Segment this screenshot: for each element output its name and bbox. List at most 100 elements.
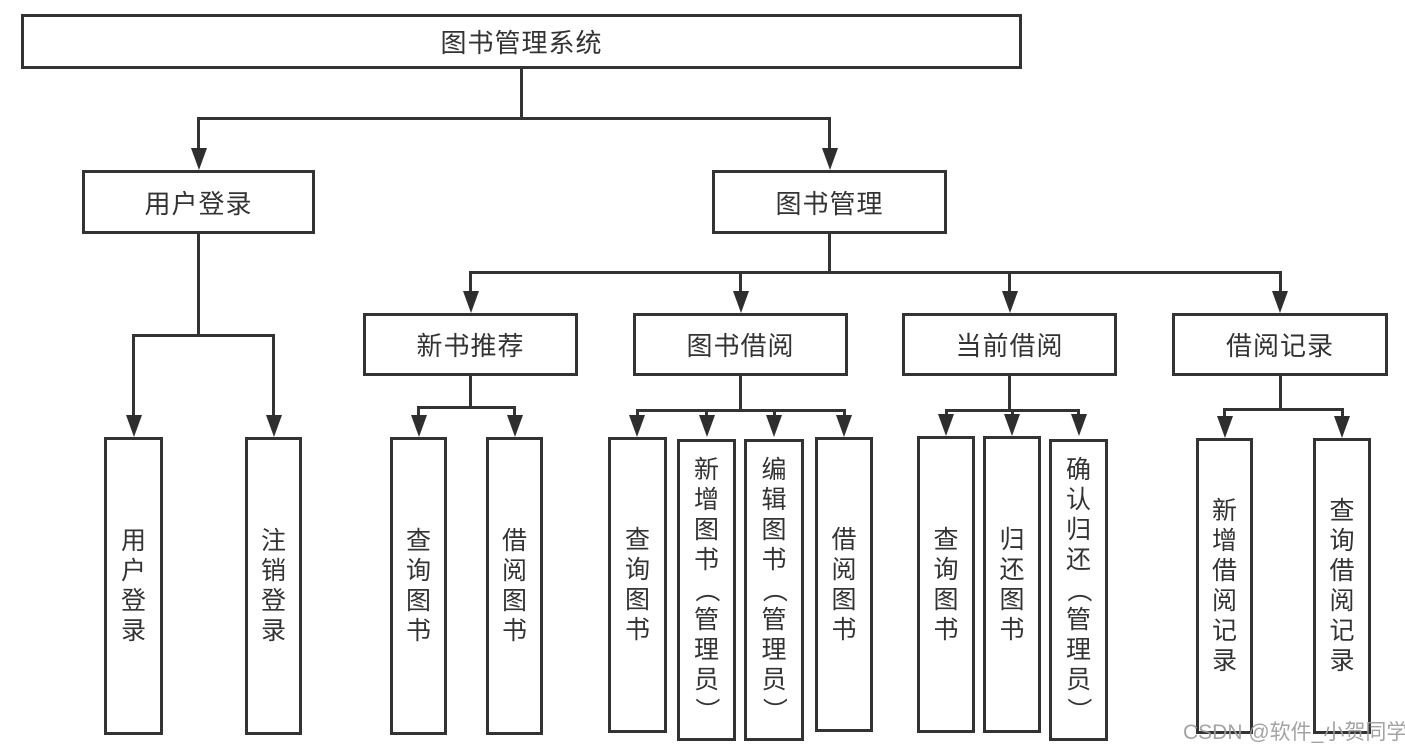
vertical-label-char: （	[1064, 577, 1093, 603]
connector-segment	[197, 234, 200, 337]
connector-segment	[1223, 409, 1226, 418]
connector-segment	[197, 118, 200, 150]
vertical-label-char: 认	[1065, 486, 1091, 514]
connector-segment	[417, 405, 516, 409]
connector-segment	[635, 408, 846, 412]
vertical-label-char: 注	[260, 527, 286, 555]
node-v-borrow-book-1: 借阅图书	[486, 437, 543, 735]
vertical-label-char: 阅	[501, 557, 527, 585]
connector-segment	[197, 116, 831, 120]
vertical-label-char: 图	[761, 516, 787, 544]
node-v-return-book: 归还图书	[983, 436, 1041, 733]
connector-segment	[772, 410, 776, 417]
vertical-label-char: 辑	[761, 486, 787, 514]
node-book-borrow: 图书借阅	[633, 313, 848, 376]
vertical-label-char: 管	[761, 606, 787, 634]
vertical-label-char: 理	[1065, 636, 1091, 664]
vertical-label-char: 询	[1329, 527, 1355, 555]
connector-segment	[635, 410, 639, 417]
vertical-label-char: 录	[1211, 647, 1237, 675]
vertical-label-char: ）	[760, 697, 788, 723]
vertical-label-char: 记	[1329, 617, 1355, 645]
connector-segment	[132, 333, 275, 337]
vertical-label-char: 询	[405, 557, 431, 585]
vertical-label-char: 图	[831, 585, 857, 614]
node-root: 图书管理系统	[21, 14, 1022, 69]
node-new-book-rec: 新书推荐	[363, 313, 578, 376]
node-current-borrow: 当前借阅	[902, 313, 1117, 376]
connector-segment	[739, 272, 742, 293]
connector-segment	[1278, 376, 1282, 411]
connector-segment	[1278, 272, 1282, 293]
vertical-label-char: 阅	[831, 555, 857, 584]
vertical-label-char: 书	[624, 616, 650, 644]
arrow-down-icon	[766, 415, 782, 437]
vertical-label-char: 查	[1329, 497, 1355, 525]
vertical-label-char: 书	[999, 615, 1025, 644]
vertical-label-char: 借	[501, 527, 527, 555]
vertical-label-char: 增	[693, 486, 719, 514]
node-v-add-record: 新增借阅记录	[1196, 438, 1253, 734]
node-v-logout: 注销登录	[245, 437, 302, 735]
node-book-mgmt: 图书管理	[712, 170, 947, 234]
arrow-down-icon	[821, 148, 838, 170]
node-borrow-records: 借阅记录	[1172, 313, 1388, 376]
connector-segment	[1077, 410, 1080, 416]
connector-segment	[469, 272, 472, 293]
arrow-down-icon	[1001, 291, 1018, 313]
vertical-label-char: 确	[1065, 456, 1091, 484]
vertical-label-char: 户	[120, 557, 146, 585]
connector-segment	[1008, 376, 1011, 412]
connector-segment	[1008, 272, 1011, 293]
arrow-down-icon	[506, 415, 523, 437]
node-v-add-book: 新增图书（管理员）	[677, 439, 736, 741]
arrow-down-icon	[1216, 416, 1233, 438]
node-v-user-login: 用户登录	[104, 437, 163, 735]
connector-segment	[469, 376, 472, 409]
vertical-label-char: 编	[761, 456, 787, 484]
vertical-label-char: 录	[260, 617, 286, 645]
vertical-label-char: 图	[933, 585, 959, 614]
connector-segment	[272, 335, 275, 417]
vertical-label-char: 借	[1211, 557, 1237, 585]
vertical-label-char: 书	[405, 617, 431, 645]
watermark: CSDN @软件_小贺同学	[1183, 721, 1405, 744]
vertical-label-char: 理	[693, 636, 719, 664]
vertical-label-char: 新	[1211, 497, 1237, 525]
vertical-label-char: 书	[761, 546, 787, 574]
vertical-label-char: ）	[1064, 697, 1093, 723]
vertical-label-char: 借	[1329, 557, 1355, 585]
vertical-label-char: 阅	[1211, 587, 1237, 615]
node-user-login: 用户登录	[82, 170, 315, 234]
arrow-down-icon	[265, 415, 282, 437]
vertical-label-char: 员	[761, 666, 787, 694]
vertical-label-char: 查	[624, 526, 650, 554]
connector-segment	[469, 270, 1282, 274]
vertical-label-char: 新	[693, 456, 719, 484]
vertical-label-char: 管	[1065, 606, 1091, 634]
vertical-label-char: 用	[120, 527, 146, 555]
arrow-down-icon	[1070, 414, 1087, 436]
connector-segment	[417, 407, 420, 417]
arrow-down-icon	[1004, 414, 1020, 436]
vertical-label-char: 登	[260, 587, 286, 615]
vertical-label-char: 图	[624, 586, 650, 614]
connector-segment	[828, 234, 831, 274]
node-v-borrow-book-2: 借阅图书	[815, 437, 873, 732]
vertical-label-char: 图	[693, 516, 719, 544]
node-v-query-book-3: 查询图书	[917, 436, 975, 733]
arrow-down-icon	[629, 415, 645, 437]
vertical-label-char: 员	[693, 666, 719, 694]
vertical-label-char: 登	[120, 587, 146, 615]
node-v-query-book-2: 查询图书	[608, 437, 667, 733]
connector-segment	[132, 335, 135, 417]
connector-segment	[519, 69, 523, 120]
vertical-label-char: 查	[405, 527, 431, 555]
vertical-label-char: 记	[1211, 617, 1237, 645]
vertical-label-char: 书	[501, 617, 527, 645]
connector-segment	[828, 118, 831, 150]
node-v-query-book-1: 查询图书	[390, 437, 447, 735]
connector-segment	[705, 410, 708, 417]
vertical-label-char: ）	[692, 697, 721, 723]
